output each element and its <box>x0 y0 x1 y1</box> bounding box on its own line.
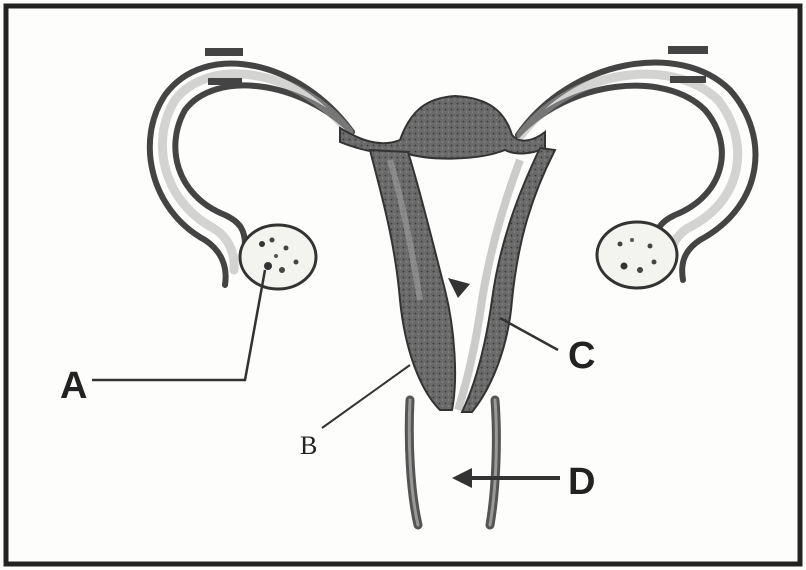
arrowhead-d <box>452 468 472 488</box>
uterus-body <box>370 148 555 412</box>
uterine-cavity-marker <box>448 278 470 298</box>
leader-line-b <box>322 365 410 428</box>
vagina <box>409 400 496 525</box>
label-d: D <box>568 461 595 503</box>
leader-line-a <box>92 270 265 380</box>
label-a: A <box>60 365 87 407</box>
left-ovary <box>240 225 316 289</box>
label-b: B <box>300 431 317 460</box>
right-ovary <box>597 222 677 288</box>
label-c: C <box>568 335 595 377</box>
leader-line-c <box>500 318 558 350</box>
